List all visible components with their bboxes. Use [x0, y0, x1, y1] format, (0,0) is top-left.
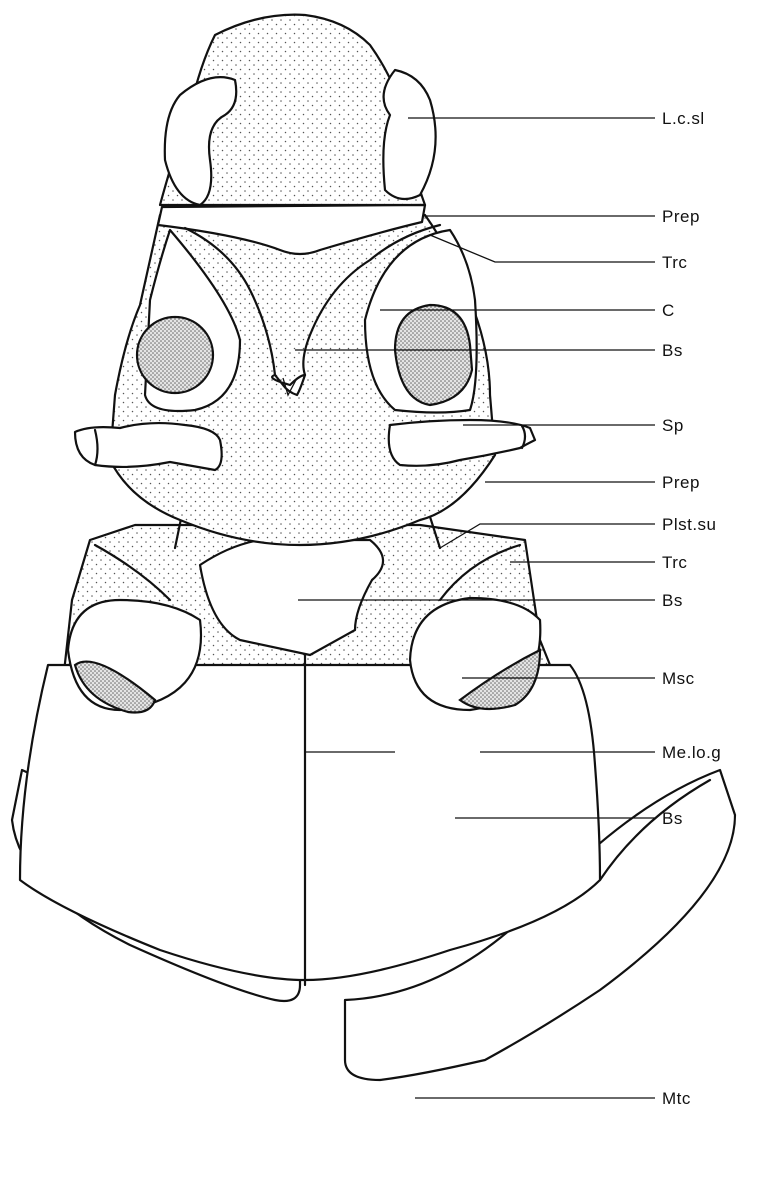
label-trc-2: Trc: [662, 553, 687, 572]
label-msc: Msc: [662, 669, 695, 688]
label-plst-su: Plst.su: [662, 515, 717, 534]
label-l-c-sl: L.c.sl: [662, 109, 705, 128]
right-lateral-cervical-sclerite: [383, 70, 435, 199]
label-prep-1: Prep: [662, 207, 700, 226]
label-trc-1: Trc: [662, 253, 687, 272]
left-procoxal-cavity: [137, 317, 213, 393]
label-mtc: Mtc: [662, 1089, 691, 1108]
label-c: C: [662, 301, 675, 320]
right-spiracle-process: [389, 420, 535, 466]
label-bs-2: Bs: [662, 591, 683, 610]
right-procoxal-cavity: [395, 305, 472, 405]
label-me-lo-g: Me.lo.g: [662, 743, 721, 762]
label-sp: Sp: [662, 416, 684, 435]
label-bs-1: Bs: [662, 341, 683, 360]
label-bs-3: Bs: [662, 809, 683, 828]
label-prep-2: Prep: [662, 473, 700, 492]
